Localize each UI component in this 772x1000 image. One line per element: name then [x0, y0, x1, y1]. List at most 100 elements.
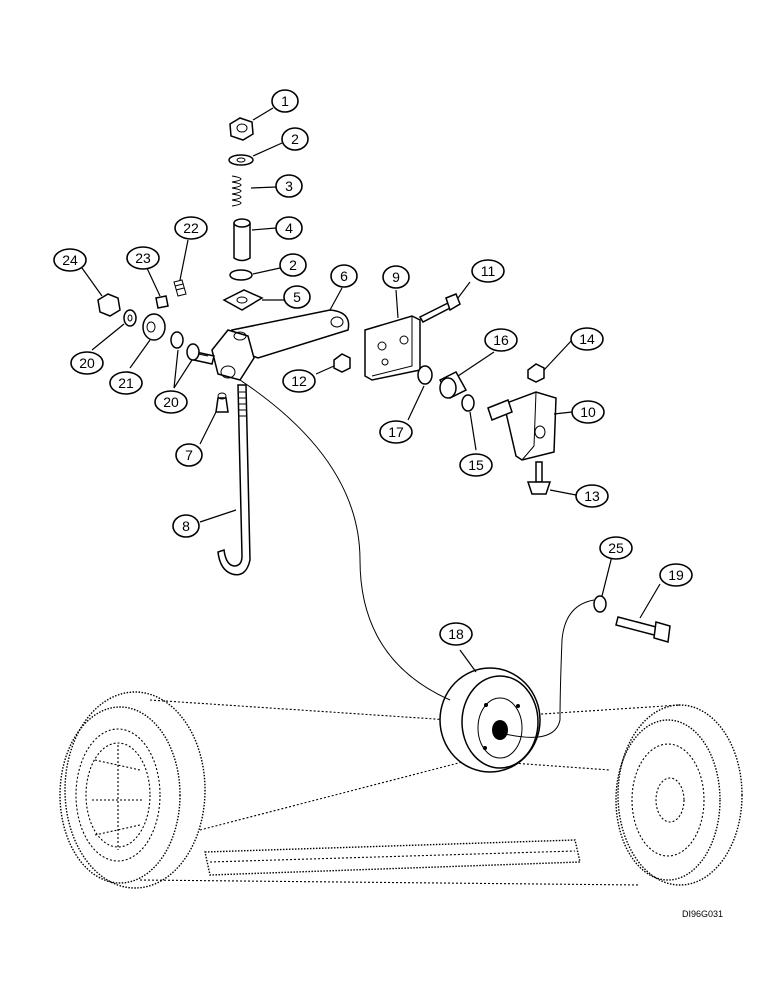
svg-text:19: 19 — [668, 567, 684, 583]
svg-text:14: 14 — [579, 331, 595, 347]
nut-14-part — [527, 363, 545, 383]
belt-section — [204, 839, 581, 876]
callout-6: 6 — [330, 264, 358, 288]
right-sheave — [615, 704, 743, 886]
svg-text:5: 5 — [293, 289, 301, 305]
callout-1: 1 — [271, 89, 299, 113]
left-sheave — [59, 691, 206, 889]
callouts: 1 2 3 4 2 5 6 7 8 9 10 11 12 13 14 15 16… — [53, 89, 693, 646]
spring-part — [231, 175, 242, 207]
svg-text:17: 17 — [388, 424, 404, 440]
svg-text:4: 4 — [285, 220, 293, 236]
callout-13: 13 — [575, 484, 609, 508]
idler-arm — [231, 309, 350, 359]
svg-text:25: 25 — [608, 540, 624, 556]
callout-19: 19 — [659, 563, 693, 587]
pivot-hardware — [97, 279, 200, 361]
belt-lower-run — [139, 879, 641, 886]
svg-text:15: 15 — [468, 457, 484, 473]
belt-upper-run — [149, 699, 681, 721]
washer-20-part — [123, 309, 137, 327]
callout-20b: 20 — [154, 390, 188, 414]
idler-arm-assembly — [193, 309, 350, 576]
adjusting-rod — [217, 384, 251, 576]
washer-17-part — [417, 365, 433, 385]
washer-part — [228, 154, 254, 166]
callout-7: 7 — [175, 443, 203, 467]
washer-20c-part — [186, 343, 200, 361]
svg-text:20: 20 — [163, 394, 179, 410]
bolt-13-part — [535, 461, 543, 483]
bracket-10-body — [503, 391, 557, 461]
svg-text:11: 11 — [481, 263, 496, 279]
spring-stack — [222, 117, 264, 311]
callout-2b: 2 — [279, 253, 307, 277]
callout-10: 10 — [571, 400, 605, 424]
callout-15: 15 — [459, 453, 493, 477]
spacer-part — [233, 223, 251, 262]
mounting-bracket — [333, 293, 461, 381]
callout-17: 17 — [379, 420, 413, 444]
bolt-11-part — [418, 301, 451, 323]
idler-pulley — [439, 667, 541, 773]
callout-4: 4 — [275, 216, 303, 240]
pivot-hub — [211, 329, 255, 381]
callout-23: 23 — [126, 246, 160, 270]
plate-part — [222, 289, 264, 311]
washer-15-part — [461, 394, 475, 412]
leader-lines — [81, 107, 661, 673]
svg-text:21: 21 — [118, 375, 134, 391]
drawing-code: DI96G031 — [682, 909, 723, 919]
grease-fitting — [215, 397, 229, 413]
svg-text:2: 2 — [291, 131, 299, 147]
svg-text:18: 18 — [448, 626, 464, 642]
cap-23-part — [155, 295, 169, 309]
callout-12: 12 — [282, 369, 316, 393]
callout-20: 20 — [70, 351, 104, 375]
svg-text:22: 22 — [183, 220, 199, 236]
nut-12-part — [333, 353, 351, 373]
nut-part — [229, 117, 254, 141]
assembly-path-arm — [239, 379, 451, 701]
bushing-21-part — [142, 313, 166, 341]
callout-5: 5 — [283, 285, 311, 309]
washer-20b-part — [170, 331, 184, 349]
svg-text:8: 8 — [182, 518, 190, 534]
svg-text:24: 24 — [62, 252, 78, 268]
svg-text:12: 12 — [291, 373, 307, 389]
assembly-path-pulley — [504, 599, 595, 738]
callout-11: 11 — [471, 259, 505, 283]
svg-text:1: 1 — [281, 93, 289, 109]
callout-14: 14 — [570, 327, 604, 351]
svg-text:9: 9 — [392, 269, 400, 285]
callout-22: 22 — [174, 216, 208, 240]
callout-16: 16 — [484, 328, 518, 352]
callout-8: 8 — [172, 514, 200, 538]
callout-2: 2 — [281, 127, 309, 151]
svg-text:3: 3 — [285, 178, 293, 194]
pulley-hardware — [593, 595, 671, 643]
washer-lower-part — [229, 269, 253, 281]
svg-text:7: 7 — [185, 447, 193, 463]
callout-25: 25 — [599, 536, 633, 560]
bolt-19-part — [615, 616, 661, 637]
svg-text:13: 13 — [584, 488, 600, 504]
callout-3: 3 — [275, 174, 303, 198]
svg-text:2: 2 — [289, 257, 297, 273]
svg-text:23: 23 — [135, 250, 151, 266]
callout-18: 18 — [439, 622, 473, 646]
belt-drive-assembly — [59, 667, 743, 889]
callout-9: 9 — [382, 265, 410, 289]
svg-text:6: 6 — [340, 268, 348, 284]
callout-21: 21 — [109, 371, 143, 395]
setscrew-22-part — [173, 279, 187, 297]
pivot-bracket — [417, 363, 557, 495]
belt-inner-run — [199, 759, 611, 831]
callout-24: 24 — [53, 248, 87, 272]
washer-25-part — [593, 595, 607, 613]
nut-24-part — [97, 293, 121, 317]
svg-text:16: 16 — [493, 332, 509, 348]
svg-text:10: 10 — [580, 404, 596, 420]
svg-text:20: 20 — [79, 355, 95, 371]
